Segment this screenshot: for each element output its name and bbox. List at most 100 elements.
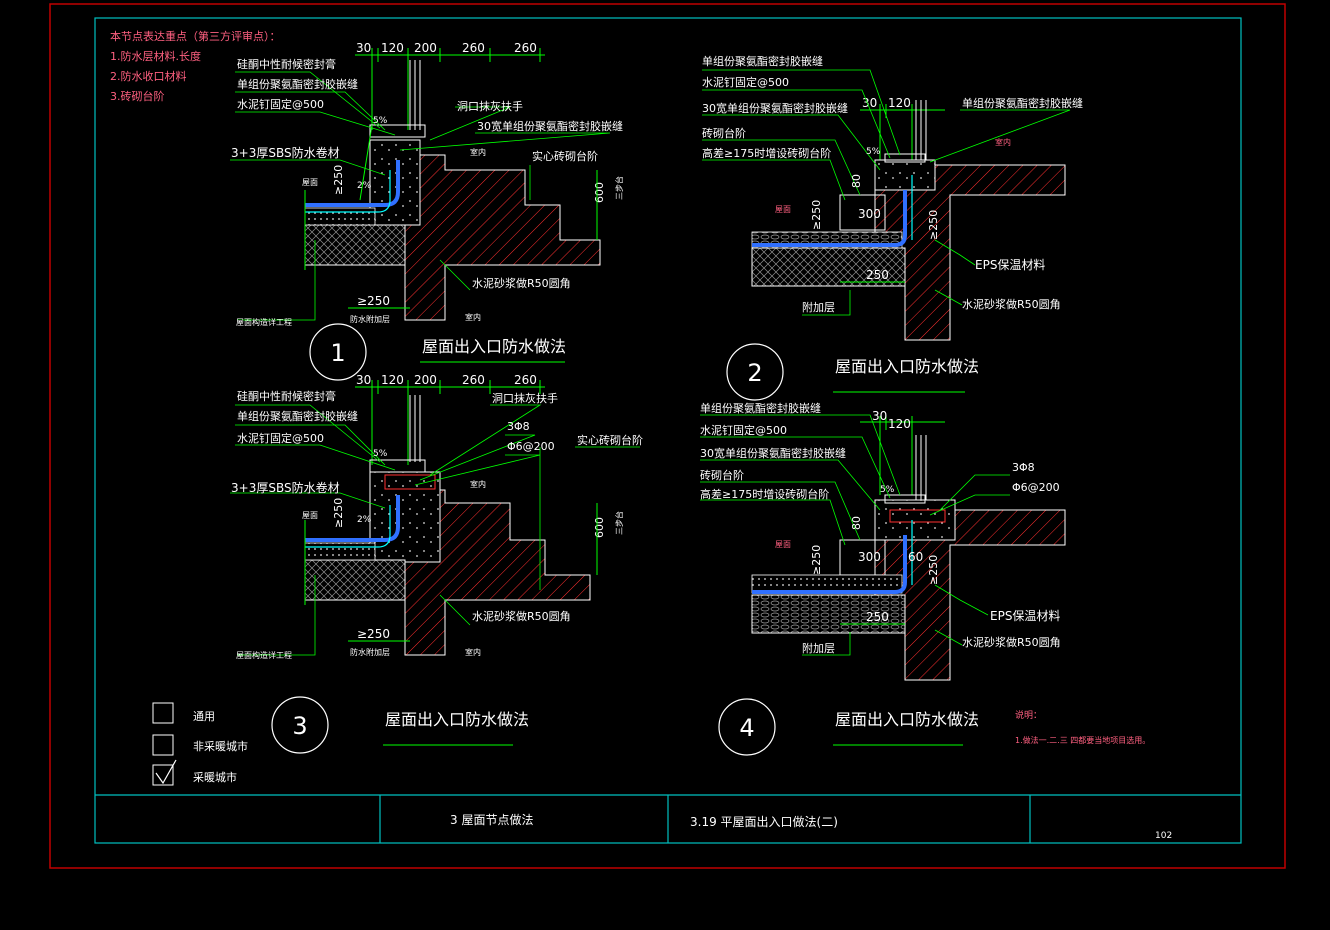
explanation-heading: 说明： [1015, 709, 1042, 721]
detail-number: 2 [747, 359, 762, 387]
label: 80 [850, 174, 863, 188]
check-icon [155, 759, 177, 785]
legend-label: 非采暖城市 [193, 739, 248, 753]
dim-label: 260 [462, 373, 485, 387]
label: 5% [866, 147, 881, 157]
detail-4: 30 120 单组份聚氨酯密封胶嵌缝 水泥钉固定@500 30宽单组份聚氨酯密封… [700, 401, 1066, 756]
label: Φ6@200 [1012, 481, 1060, 494]
detail-title: 屋面出入口防水做法 [422, 337, 566, 356]
label: 屋面构造详工程 [236, 317, 292, 327]
label: 高差≥175时增设砖砌台阶 [700, 487, 829, 501]
label: 单组份聚氨酯密封胶嵌缝 [702, 54, 823, 68]
explanation-text: 1.做法一.二.三 四都要当地项目选用。 [1015, 735, 1150, 745]
label: 水泥钉固定@500 [237, 431, 324, 445]
legend-label: 采暖城市 [193, 770, 237, 784]
label: 屋面 [775, 540, 791, 549]
curb [369, 471, 441, 563]
label: 实心砖砌台阶 [577, 433, 643, 447]
label: 600 [593, 182, 606, 203]
label: ≥250 [357, 294, 390, 308]
notes-item: 3.砖砌台阶 [110, 89, 165, 103]
lintel [889, 509, 946, 523]
label: 单组份聚氨酯密封胶嵌缝 [962, 96, 1083, 110]
label: 250 [866, 268, 889, 282]
label: ≥250 [927, 555, 940, 585]
label: EPS保温材料 [990, 609, 1060, 623]
concrete-slab [404, 154, 601, 321]
label: 室内 [470, 479, 486, 489]
label: 300 [858, 207, 881, 221]
waterproof-layer [305, 160, 400, 207]
dim-label: 260 [462, 41, 485, 55]
roof-slab [304, 224, 406, 266]
label: 单组份聚氨酯密封胶嵌缝 [237, 409, 358, 423]
label: 60 [908, 550, 923, 564]
label: 5% [373, 449, 388, 459]
concrete-slab [404, 489, 591, 656]
notes-item: 2.防水收口材料 [110, 69, 187, 83]
chapter-title: 3 屋面节点做法 [450, 812, 533, 827]
label: 屋面 [302, 511, 318, 520]
label: 砖砌台阶 [702, 126, 746, 140]
label: 水泥砂浆做R50圆角 [962, 635, 1061, 649]
title-block: 3 屋面节点做法 3.19 平屋面出入口做法(二) 102 [95, 794, 1241, 843]
legend-checkbox[interactable] [152, 764, 174, 786]
waterproof-layer [752, 535, 907, 594]
label: 5% [373, 116, 388, 126]
label: 3+3厚SBS防水卷材 [231, 480, 340, 495]
detail-2: 30 120 单组份聚氨酯密封胶嵌缝 水泥钉固定@500 30宽单组份聚氨酯密封… [702, 54, 1083, 401]
label: 室内 [995, 137, 1011, 147]
label: ≥250 [810, 200, 823, 230]
label: 屋面构造详工程 [236, 650, 292, 660]
lintel [384, 474, 436, 490]
roof-slab [751, 247, 906, 287]
legend: 通用 非采暖城市 采暖城市 [152, 702, 248, 786]
detail-number: 3 [292, 712, 307, 740]
label: 单组份聚氨酯密封胶嵌缝 [700, 401, 821, 415]
dim-label: 120 [381, 41, 404, 55]
curb [369, 139, 421, 226]
label: 80 [850, 516, 863, 530]
label: 3Φ8 [507, 420, 530, 433]
curb [874, 159, 936, 191]
roof-slab [304, 559, 406, 601]
legend-checkbox[interactable] [152, 702, 174, 724]
label: 单组份聚氨酯密封胶嵌缝 [237, 77, 358, 91]
label: 30宽单组份聚氨酯密封胶嵌缝 [702, 101, 848, 115]
inner-frame [94, 17, 1242, 844]
detail-title: 屋面出入口防水做法 [835, 357, 979, 376]
drawing-title: 3.19 平屋面出入口做法(二) [690, 814, 838, 829]
label: 300 [858, 550, 881, 564]
outer-border [49, 3, 1286, 869]
dim-label: 120 [381, 373, 404, 387]
legend-checkbox[interactable] [152, 734, 174, 756]
label: 实心砖砌台阶 [532, 149, 598, 163]
detail-number: 1 [330, 339, 345, 367]
label: 室内 [465, 312, 481, 322]
legend-label: 通用 [193, 710, 215, 723]
label: 水泥钉固定@500 [237, 97, 324, 111]
label: 30宽单组份聚氨酯密封胶嵌缝 [700, 446, 846, 460]
label: 附加层 [802, 300, 835, 314]
label: 室内 [470, 147, 486, 157]
label: 硅酮中性耐候密封膏 [237, 389, 336, 403]
label: 水泥砂浆做R50圆角 [962, 297, 1061, 311]
review-notes: 本节点表达重点（第三方评审点）： 1.防水层材料.长度 2.防水收口材料 3.砖… [110, 29, 281, 103]
label: 屋面 [302, 178, 318, 187]
label: 防水附加层 [350, 314, 390, 324]
dim-label: 120 [888, 417, 911, 431]
dim-label: 200 [414, 373, 437, 387]
label: 水泥钉固定@500 [702, 75, 789, 89]
label: ≥250 [332, 498, 345, 528]
label: ≥250 [927, 210, 940, 240]
label: ≥250 [357, 627, 390, 641]
label: 高差≥175时增设砖砌台阶 [702, 146, 831, 160]
label: 屋面 [775, 205, 791, 214]
dim-label: 120 [888, 96, 911, 110]
label: 附加层 [802, 641, 835, 655]
label: 250 [866, 610, 889, 624]
label: 洞口抹灰扶手 [457, 99, 523, 113]
detail-number-circle [271, 696, 329, 754]
dim-label: 30 [356, 41, 371, 55]
